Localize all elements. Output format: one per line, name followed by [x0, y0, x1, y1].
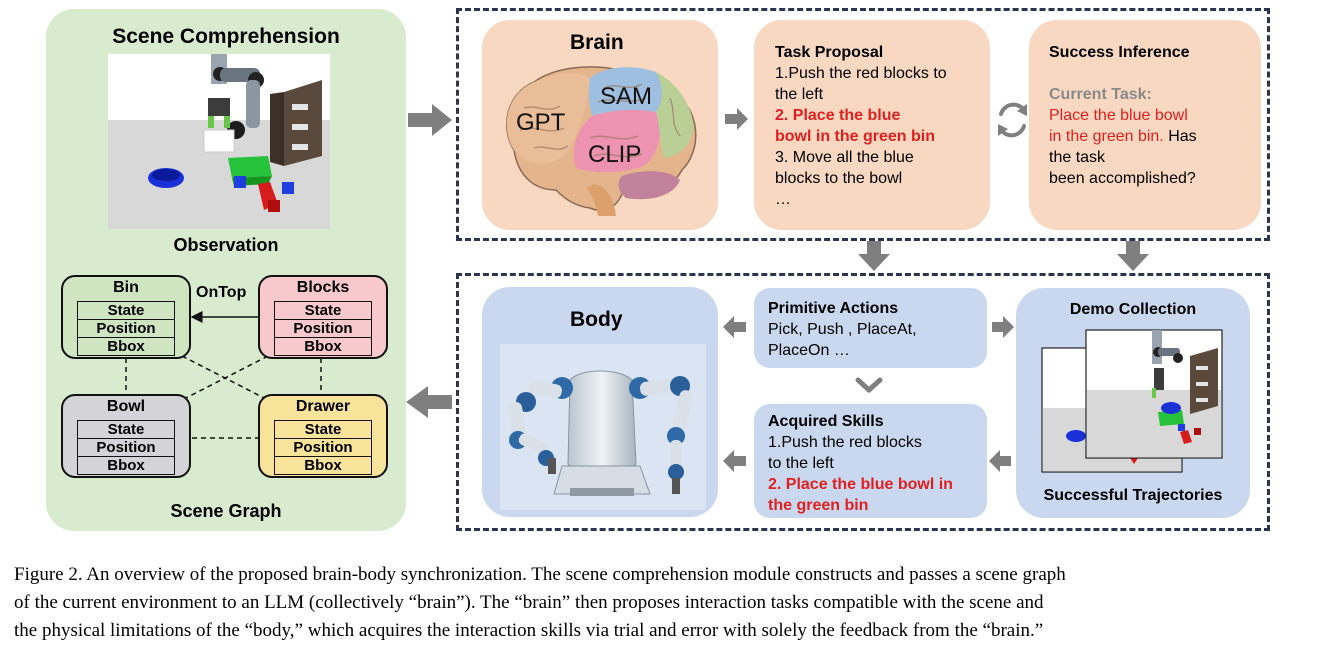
- node-blocks: Blocks State Position Bbox: [258, 275, 388, 359]
- node-bin: Bin State Position Bbox: [61, 275, 191, 359]
- success-line-1: Place the blue bowl: [1049, 107, 1188, 124]
- current-task-label: Current Task:: [1049, 86, 1152, 103]
- task-line-3: 2. Place the blue: [775, 107, 901, 124]
- robot-illustration: [500, 344, 706, 510]
- task-line-6: blocks to the bowl: [775, 170, 903, 187]
- success-line-2-red: in the green bin.: [1049, 128, 1164, 145]
- brain-illustration: GPT SAM CLIP: [506, 66, 697, 216]
- acquired-line-1: 1.Push the red blocks: [768, 434, 922, 451]
- arrow-acquired-to-body: [723, 450, 746, 472]
- brain-region-sam: SAM: [600, 83, 652, 110]
- primitive-line-1: Pick, Push , PlaceAt,: [768, 321, 917, 338]
- success-line-2: in the green bin. Has: [1049, 126, 1197, 147]
- acquired-skills-title: Acquired Skills: [768, 413, 884, 430]
- successful-trajectories-label: Successful Trajectories: [1043, 487, 1223, 504]
- trajectory-images: [1041, 329, 1223, 473]
- brain-region-gpt: GPT: [516, 109, 566, 136]
- chevron-down-icon: [855, 377, 883, 393]
- scene-graph-edges: [125, 311, 322, 439]
- success-inference-title: Success Inference: [1049, 44, 1190, 61]
- arrow-scene-to-brain: [408, 104, 452, 136]
- acquired-line-4: the green bin: [768, 497, 869, 514]
- success-line-2-black: Has: [1163, 128, 1197, 145]
- demo-collection-title: Demo Collection: [1069, 301, 1197, 318]
- success-inference-panel: [1029, 20, 1261, 230]
- brain-title: Brain: [570, 31, 624, 54]
- body-frame: [456, 273, 1270, 531]
- acquired-line-2: to the left: [768, 455, 834, 472]
- node-drawer: Drawer State Position Bbox: [258, 394, 388, 478]
- arrow-demo-to-acquired: [989, 450, 1011, 472]
- task-proposal-title: Task Proposal: [775, 44, 884, 61]
- primitive-line-2: PlaceOn …: [768, 342, 850, 359]
- brain-region-clip: CLIP: [588, 141, 641, 168]
- arrow-brain-to-task: [725, 108, 748, 130]
- success-line-4: been accomplished?: [1049, 170, 1196, 187]
- task-line-4: bowl in the green bin: [775, 128, 935, 145]
- body-title: Body: [570, 308, 623, 331]
- primitive-actions-title: Primitive Actions: [768, 300, 899, 317]
- arrow-primitive-to-body: [723, 316, 746, 338]
- figure-caption-line-3: the physical limitations of the “body,” …: [14, 620, 1044, 641]
- primitive-actions-panel: [754, 288, 987, 368]
- task-line-5: 3. Move all the blue: [775, 149, 914, 166]
- success-line-3: the task: [1049, 149, 1106, 166]
- arrow-primitive-to-demo: [992, 316, 1014, 338]
- task-line-7: …: [775, 191, 791, 208]
- figure-caption-line-1: Figure 2. An overview of the proposed br…: [14, 564, 1066, 585]
- arrow-body-to-scene: [406, 386, 452, 418]
- node-bowl: Bowl State Position Bbox: [61, 394, 191, 478]
- arrow-success-down: [1117, 241, 1149, 271]
- scene-graph-label: Scene Graph: [170, 501, 282, 521]
- figure-caption-line-2: of the current environment to an LLM (co…: [14, 592, 1044, 613]
- task-line-1: 1.Push the red blocks to: [775, 65, 947, 82]
- arrows-layer: [406, 102, 1149, 472]
- task-proposal-panel: [754, 20, 990, 230]
- edge-label-ontop: OnTop: [196, 284, 247, 301]
- arrow-task-down: [858, 241, 890, 271]
- acquired-skills-panel: [754, 404, 987, 518]
- task-line-2: the left: [775, 86, 824, 103]
- brain-frame: [456, 8, 1270, 241]
- scene-comprehension-title: Scene Comprehension: [112, 25, 340, 48]
- acquired-line-3: 2. Place the blue bowl in: [768, 476, 953, 493]
- observation-label: Observation: [173, 235, 279, 255]
- observation-image: [108, 54, 330, 229]
